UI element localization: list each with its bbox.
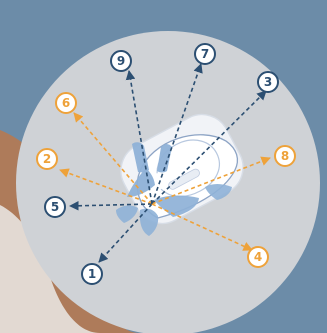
marker-6: 6 [56,93,76,113]
marker-1: 1 [82,264,102,284]
marker-3-label: 3 [264,75,272,89]
marker-2: 2 [37,149,57,169]
marker-4-label: 4 [254,250,262,264]
marker-4: 4 [248,247,268,267]
marker-8: 8 [275,146,295,166]
marker-5-label: 5 [51,200,59,214]
marker-9: 9 [111,51,131,71]
marker-7: 7 [195,44,215,64]
marker-5: 5 [45,197,65,217]
marker-3: 3 [258,72,278,92]
marker-6-label: 6 [62,96,70,110]
marker-9-label: 9 [117,54,125,68]
marker-7-label: 7 [201,47,209,61]
marker-2-label: 2 [43,152,51,166]
marker-1-label: 1 [88,267,96,281]
marker-8-label: 8 [281,149,289,163]
